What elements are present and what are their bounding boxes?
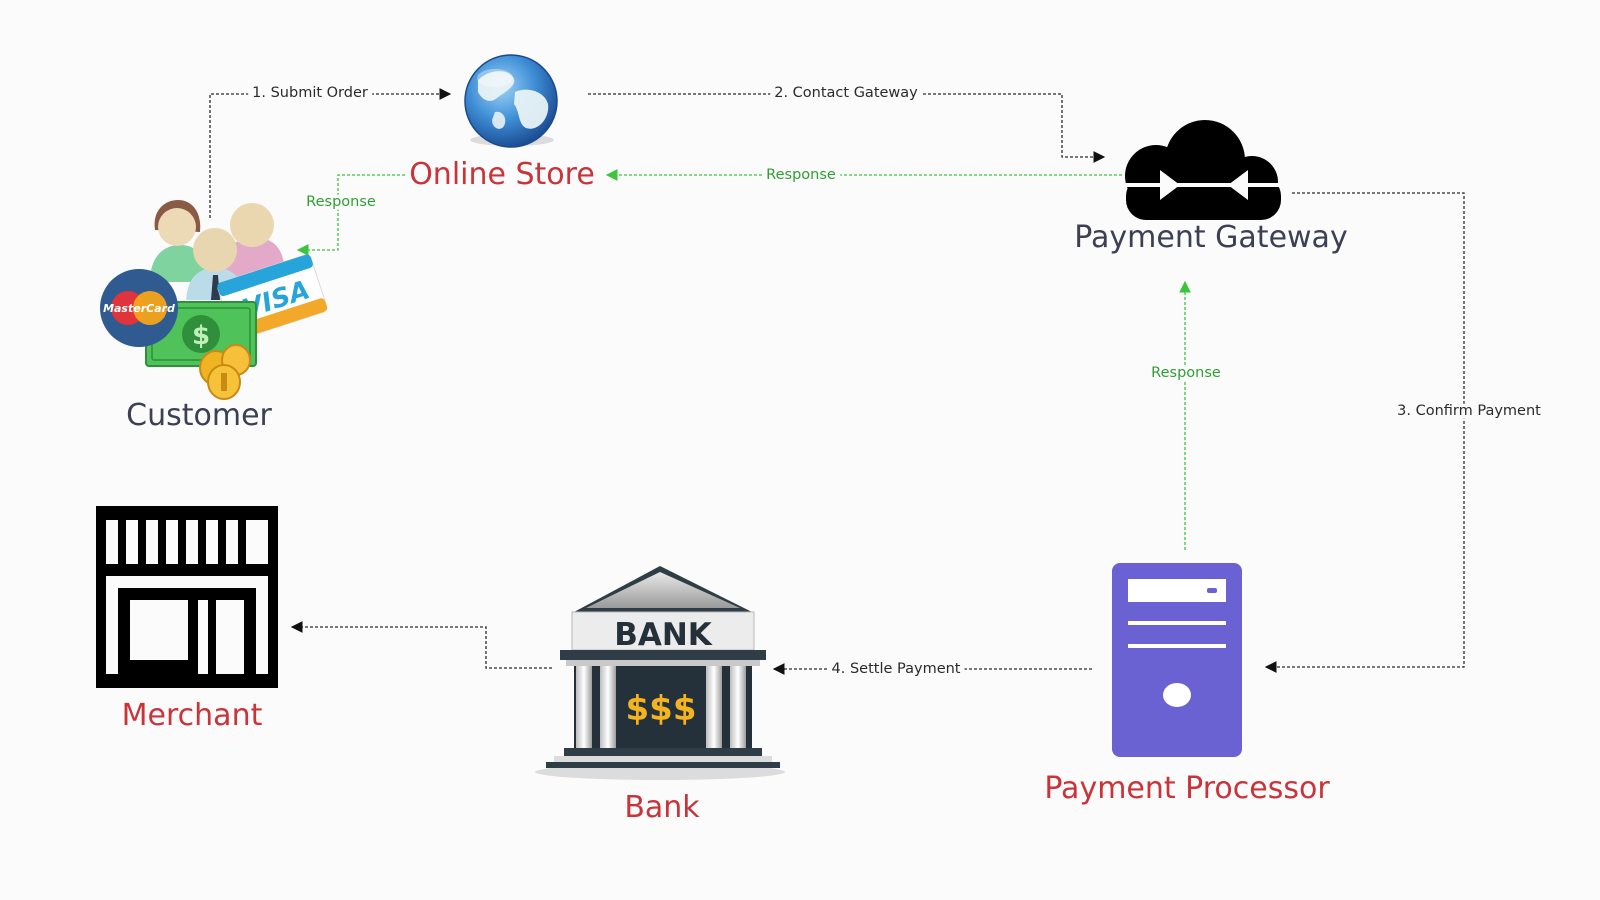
edge-response-store-customer [296,174,405,256]
edge-label-settle-payment: 4. Settle Payment [827,662,965,677]
node-label-payment-processor: Payment Processor [1044,771,1330,806]
edge-submit-order [209,88,452,218]
edge-label-response-processor-gateway: Response [1147,366,1225,381]
node-label-merchant: Merchant [121,698,263,733]
edge-confirm-payment [1264,192,1465,673]
edge-bank-merchant [290,621,552,669]
bank-sign-text: BANK [614,617,713,653]
edge-label-submit-order: 1. Submit Order [248,86,372,101]
node-label-customer: Customer [126,398,272,433]
edge-contact-gateway [588,93,1106,163]
store-icon [96,506,278,688]
edge-label-response-store-customer: Response [302,195,380,210]
edge-label-confirm-payment: 3. Confirm Payment [1393,404,1545,419]
edge-label-contact-gateway: 2. Contact Gateway [770,86,922,101]
cloud-gateway-icon [1124,120,1284,220]
edge-label-response-gateway-store: Response [762,168,840,183]
bank-icon: BANK $$$ [535,566,785,780]
server-icon [1112,563,1242,757]
mastercard-text: MasterCard [103,302,175,315]
bank-money-text: $$$ [626,689,697,729]
bill-symbol-text: $ [192,321,210,351]
node-label-payment-gateway: Payment Gateway [1074,220,1348,255]
globe-icon [464,54,558,148]
node-label-bank: Bank [624,790,700,825]
node-label-online-store: Online Store [409,157,595,192]
customer-icon: VISA $ MasterCard [100,200,328,400]
